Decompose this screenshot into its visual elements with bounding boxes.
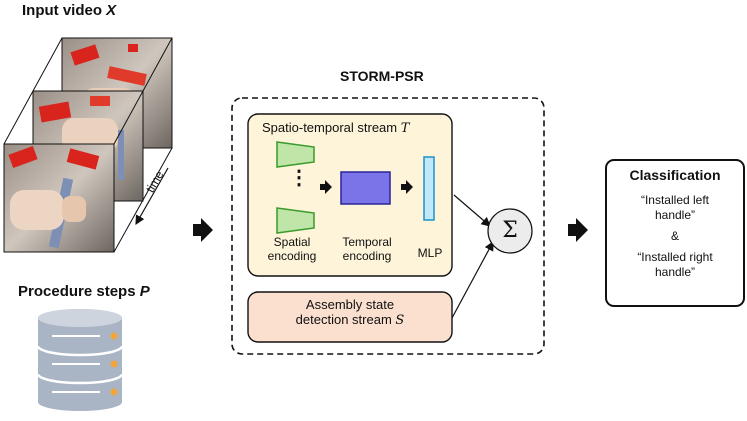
temporal-encoding-label: Temporal encoding (342, 235, 392, 263)
classification-box (605, 159, 745, 307)
ellipsis-dots: ⋮ (289, 167, 309, 189)
classification-title: Classification (629, 167, 721, 183)
assembly-stream-line2-text: detection stream (295, 311, 392, 327)
class-item-1-line1: “Installed left (640, 193, 710, 207)
procedure-steps-title: Procedure steps P (18, 283, 150, 300)
spatial-to-temporal-arrow (320, 180, 332, 194)
class-item-2-line1: “Installed right (637, 250, 713, 264)
assembly-stream-symbol: S (395, 312, 405, 328)
sum-symbol: Σ (502, 218, 518, 243)
db-indicator-dot (110, 388, 118, 396)
class-item-1-line2: handle” (654, 208, 696, 222)
classification-content: Classification “Installed left handle” &… (606, 167, 744, 280)
temporal-encoder-block (340, 171, 391, 205)
storm-psr-title: STORM-PSR (340, 68, 424, 84)
database-icon (36, 309, 124, 411)
mlp-label: MLP (417, 246, 443, 260)
procedure-steps-title-text: Procedure steps (18, 283, 136, 300)
spatiotemporal-title-text: Spatio-temporal stream (262, 120, 398, 135)
assembly-stream-line2: detection stream S (248, 311, 452, 329)
input-video-title-text: Input video (22, 2, 102, 19)
video-frame-stack (3, 37, 173, 253)
input-video-symbol: X (106, 2, 117, 19)
spatiotemporal-symbol: T (400, 121, 410, 136)
time-arrow (135, 167, 169, 226)
temporal-to-mlp-arrow (401, 180, 413, 194)
spatiotemporal-title: Spatio-temporal stream T (262, 120, 409, 136)
assembly-stream-label: Assembly state detection stream S (248, 297, 452, 329)
class-and-label: & (670, 229, 679, 243)
mlp-to-sum-arrow (453, 194, 491, 227)
spatial-encoding-label: Spatial encoding (267, 235, 317, 263)
spatial-encoder-top (276, 141, 315, 168)
input-video-title: Input video X (22, 2, 116, 19)
input-to-model-arrow (193, 218, 213, 242)
db-indicator-dot (110, 332, 118, 340)
procedure-steps-symbol: P (139, 283, 150, 300)
mlp-block (423, 156, 435, 221)
video-frame-1 (3, 143, 115, 253)
sum-node (487, 208, 533, 254)
assembly-to-sum-arrow (451, 240, 494, 319)
spatial-encoder-bottom (276, 207, 315, 234)
assembly-stream-line1: Assembly state (305, 297, 395, 312)
db-indicator-dot (110, 360, 118, 368)
model-to-output-arrow (568, 218, 588, 242)
class-item-2-line2: handle” (654, 265, 696, 279)
storm-psr-container (231, 97, 545, 355)
